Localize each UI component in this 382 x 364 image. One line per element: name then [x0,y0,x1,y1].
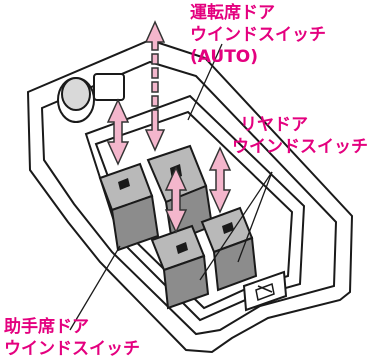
passenger-label-line2: ウインドスイッチ [4,339,140,359]
leader-lines [69,43,273,331]
passenger-label-line1: 助手席ドア [4,317,89,337]
rear-right-window-switch [200,206,258,292]
arrow-rear-right-switch [208,146,232,214]
driver-label-line3: (AUTO) [190,47,259,67]
arrow-passenger-switch [106,98,130,166]
driver-label-line1: 運転席ドア [190,3,275,23]
leader-rear-b [237,171,273,263]
driver-switch-label: 運転席ドア ウインドスイッチ (AUTO) [190,2,326,68]
arrow-driver-switch [144,20,166,152]
passenger-window-switch [98,162,160,252]
window-lock-icon [255,282,275,302]
window-up-icon [222,222,234,234]
leader-passenger [69,245,121,331]
rear-switch-label: リヤドア ウインドスイッチ [232,114,368,158]
rear-label-line1: リヤドア [240,115,308,135]
window-up-icon [176,242,188,254]
window-up-icon [118,178,130,190]
leader-rear-a [199,171,273,281]
rear-left-window-switch [150,224,210,310]
driver-label-line2: ウインドスイッチ [190,25,326,45]
arrow-rear-left-switch [164,166,188,234]
rear-label-line2: ウインドスイッチ [232,137,368,157]
window-lock-button [242,270,288,312]
leader-driver [187,43,223,121]
mirror-knob [57,73,125,123]
passenger-switch-label: 助手席ドア ウインドスイッチ [4,316,140,360]
